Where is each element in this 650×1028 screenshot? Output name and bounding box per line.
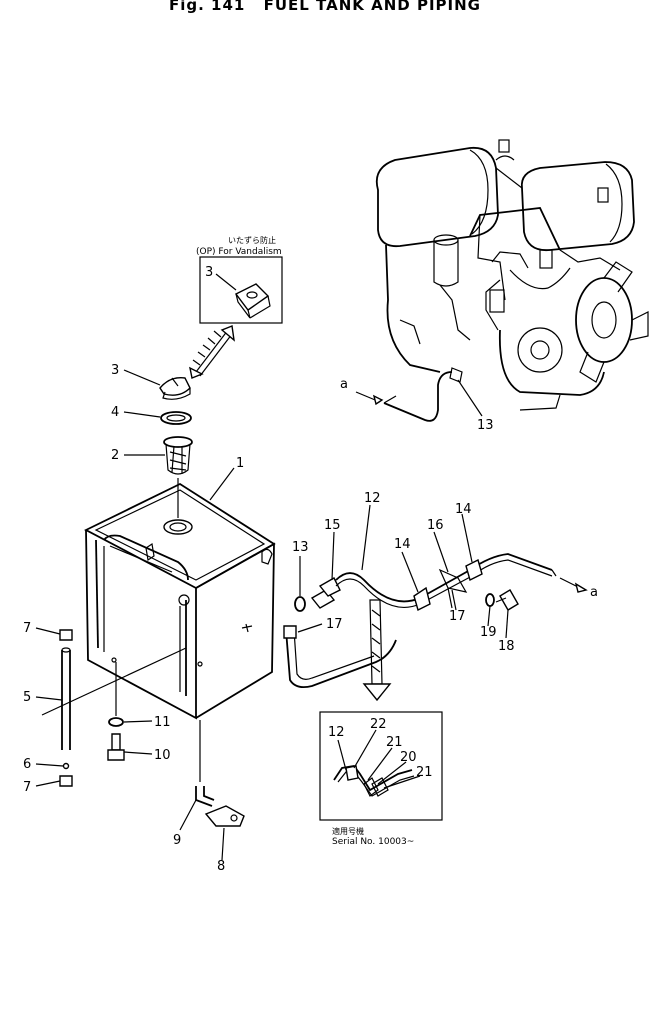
connection-a-left: a [340,377,348,392]
callout-14-right: 14 [455,502,472,517]
fuel-tank [84,482,276,720]
inset-callout-12: 12 [328,725,345,740]
connector-arrow-icon [189,325,235,379]
inset-callout-21-top: 21 [386,735,403,750]
filler-cap [159,377,191,400]
inset-top-jp: いたずら防止 [228,235,276,245]
drain-tube [59,629,73,787]
serial-detail-inset [319,711,443,821]
callout-6: 6 [23,757,31,772]
hose-clamp [204,805,245,827]
callout-16: 16 [427,518,444,533]
strainer [163,436,193,475]
callout-7-bottom: 7 [23,780,31,795]
figure-number: Fig. 141 [169,0,246,14]
fuel-piping [283,553,557,702]
gasket-ring [160,411,192,425]
elbow-fitting [195,720,215,807]
callout-15: 15 [324,518,341,533]
callout-labels: 3 4 2 1 7 5 6 7 11 10 9 8 13 15 12 14 16… [23,363,598,874]
callout-7-top: 7 [23,621,31,636]
engine-illustration [375,139,649,422]
callout-12: 12 [364,491,381,506]
callout-10: 10 [154,748,171,763]
callout-3-inset: 3 [205,265,213,280]
callout-18: 18 [498,639,515,654]
callout-11: 11 [154,715,171,730]
connection-a-right: a [590,585,598,600]
callout-13-washer: 13 [292,540,309,555]
callout-8: 8 [217,859,225,874]
callout-1: 1 [236,456,244,471]
vandalism-cap-inset: いたずら防止 (OP) For Vandalism 3 [196,235,283,324]
callout-4: 4 [111,405,119,420]
callout-2: 2 [111,448,119,463]
callout-3: 3 [111,363,119,378]
inset-bottom-serial: Serial No. 10003~ [332,837,414,847]
callout-17-bracket: 17 [449,609,466,624]
figure-title: Fig. 141 FUEL TANK AND PIPING [0,0,650,14]
inset-callout-22: 22 [370,717,387,732]
callout-9: 9 [173,833,181,848]
callout-19: 19 [480,625,497,640]
inset-callout-21-bottom: 21 [416,765,433,780]
callout-5: 5 [23,690,31,705]
inset-bottom-jp: 適用号機 [332,826,364,836]
inset-callout-20: 20 [400,750,417,765]
figure-caption: FUEL TANK AND PIPING [263,0,481,14]
callout-14-left: 14 [394,537,411,552]
callout-13-engine: 13 [477,418,494,433]
callout-17-hose: 17 [326,617,343,632]
drain-bolt [107,662,125,761]
inset-top-caption: (OP) For Vandalism [196,247,282,257]
leader-lines [35,369,588,861]
